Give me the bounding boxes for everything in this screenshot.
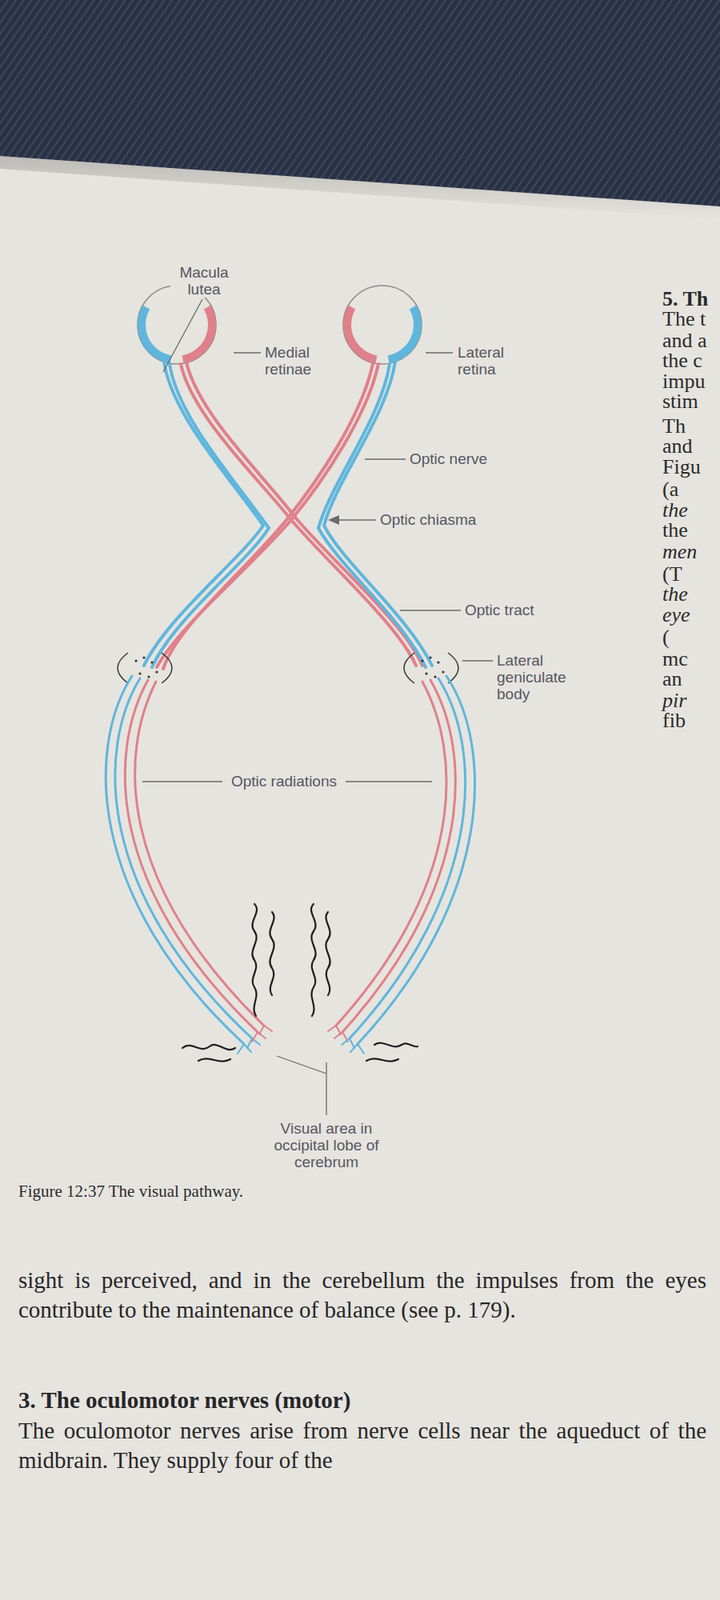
part-label: Lateral retina xyxy=(456,344,519,378)
part-label: Macula lutea xyxy=(170,264,238,298)
page-shadow xyxy=(0,156,720,220)
cut-off-text: an xyxy=(662,666,683,692)
cut-off-text: eye xyxy=(662,602,691,628)
cut-off-text: fib xyxy=(662,708,686,734)
part-label: Visual area in occipital lobe of cerebru… xyxy=(268,1120,385,1171)
cut-off-text: ( xyxy=(662,624,670,651)
part-label: Optic chiasma xyxy=(378,511,478,528)
part-label: Lateral geniculate body xyxy=(495,652,588,703)
occipital-cortex xyxy=(182,904,418,1062)
cut-off-text: men xyxy=(662,539,697,565)
body-text: The oculomotor nerves arise from nerve c… xyxy=(18,1416,707,1476)
leader-arrowhead xyxy=(328,515,340,525)
part-label: Optic tract xyxy=(463,601,536,619)
leader-lines xyxy=(142,299,493,1116)
cut-off-text: stim xyxy=(662,388,699,415)
part-label: Optic radiations xyxy=(229,772,339,790)
body-text: sight is perceived, and in the cerebellu… xyxy=(18,1265,707,1325)
cut-off-text: The t xyxy=(662,306,706,332)
lateral-geniculate-bodies xyxy=(117,652,459,684)
part-label: Optic nerve xyxy=(408,450,489,468)
cut-off-text: Figu xyxy=(662,454,701,480)
optic-radiation-fibres xyxy=(105,676,475,1054)
figure-caption: Figure 12:37 The visual pathway. xyxy=(18,1180,244,1202)
part-label: Medial retinae xyxy=(263,344,326,378)
section-heading: 3. The oculomotor nerves (motor) xyxy=(18,1385,707,1416)
cut-off-text: the xyxy=(662,517,688,544)
